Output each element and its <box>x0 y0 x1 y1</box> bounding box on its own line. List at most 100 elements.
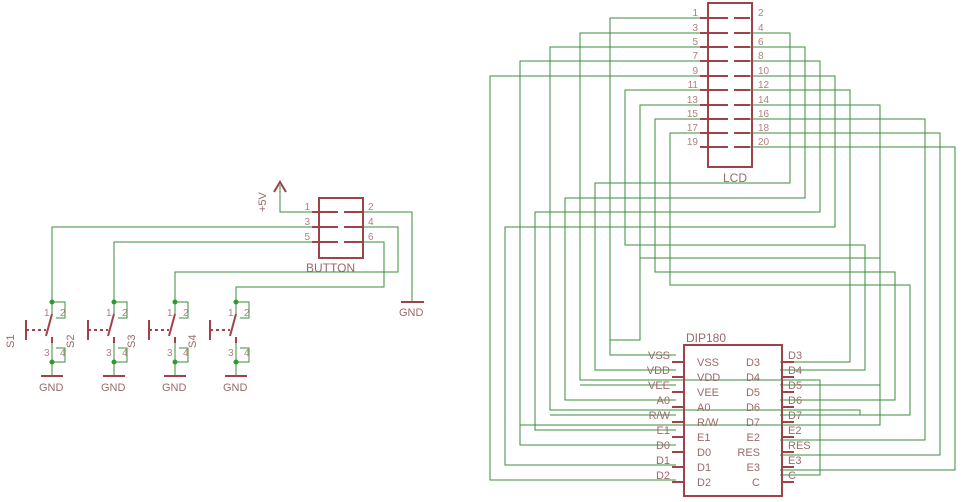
dip-signal-vee-out: VEE <box>648 380 670 392</box>
switch-s4-pin2: 2 <box>244 308 250 319</box>
dip-signal-d3-out: D3 <box>788 350 802 362</box>
wire-lcd14 <box>750 104 881 426</box>
dip-signal-d0-out: D0 <box>656 440 670 452</box>
switch-s4-pin1: 1 <box>228 308 234 319</box>
dip-signal-d6-out: D6 <box>788 395 802 407</box>
dip-pin-d3: D3 <box>746 357 760 369</box>
switch-s3-pin2: 2 <box>183 308 189 319</box>
button-pin-1: 1 <box>304 202 310 213</box>
lcd-pin-5: 5 <box>692 37 698 48</box>
lcd-pin-7: 7 <box>692 51 698 62</box>
switch-s1-pin3: 3 <box>44 348 50 359</box>
dip-signal-d7-out: D7 <box>788 410 802 422</box>
switch-s1-pin1: 1 <box>44 308 50 319</box>
wire-lcd20 <box>750 146 956 471</box>
dip-signal-vdd-out: VDD <box>647 365 670 377</box>
dip-signal-d5-out: D5 <box>788 380 802 392</box>
wire-net <box>51 17 956 481</box>
dip-signal-d1-out: D1 <box>656 455 670 467</box>
gnd-label-button: GND <box>399 307 424 319</box>
switch-s2-pin4: 4 <box>122 348 128 359</box>
button-connector[interactable]: 1 3 5 2 4 6 BUTTON <box>304 197 374 275</box>
button-label: BUTTON <box>306 261 355 275</box>
dip180-label: DIP180 <box>686 331 726 345</box>
lcd-pin-9: 9 <box>692 66 698 77</box>
switch-s4-pin4: 4 <box>244 348 250 359</box>
wire-dip-e1 <box>519 425 676 446</box>
vcc-label: +5V <box>257 191 269 212</box>
dip-pin-e3: E3 <box>747 462 760 474</box>
button-pin-3: 3 <box>304 217 310 228</box>
lcd-pin-8: 8 <box>758 51 764 62</box>
lcd-pin-3: 3 <box>692 23 698 34</box>
switch-s1-pin2: 2 <box>60 308 66 319</box>
dip-signal-d4-out: D4 <box>788 365 802 377</box>
switch-s3[interactable]: S3 1 2 3 4 GND <box>126 308 189 394</box>
switch-s2-pin1: 1 <box>106 308 112 319</box>
button-pin-2: 2 <box>368 202 374 213</box>
wire-lcd9 <box>489 75 700 481</box>
dip-signal-rw-out: R/W <box>649 410 671 422</box>
switch-s1[interactable]: S1 1 2 3 4 GND <box>5 308 66 394</box>
junction-dots <box>49 299 239 365</box>
dip-pin-vss: VSS <box>697 357 719 369</box>
dip-pin-e2: E2 <box>747 432 760 444</box>
dip-signal-e2-out: E2 <box>788 425 801 437</box>
switch-wires <box>51 301 250 376</box>
switch-s3-pin1: 1 <box>167 308 173 319</box>
dip-pin-d1: D1 <box>697 462 711 474</box>
dip180-chip[interactable]: DIP180 VSS VDD VEE A0 R/W E1 D0 D1 D2 VS… <box>647 331 811 497</box>
dip-pin-rw: R/W <box>697 417 719 429</box>
lcd-pin-10: 10 <box>758 66 770 77</box>
switch-s3-pin4: 4 <box>183 348 189 359</box>
dip-signal-res-out: RES <box>788 440 811 452</box>
switch-s1-ref: S1 <box>5 335 17 348</box>
lcd-pin-13: 13 <box>687 95 699 106</box>
wire-btn4-s3 <box>174 226 399 302</box>
dip-pin-d2: D2 <box>697 477 711 489</box>
lcd-pin-18: 18 <box>758 123 770 134</box>
wire-btn5-s2 <box>113 241 312 302</box>
dip-pin-c: C <box>752 477 760 489</box>
switch-s2[interactable]: S2 1 2 3 4 GND <box>65 308 128 394</box>
lcd-pin-16: 16 <box>758 109 770 120</box>
dip-pin-d0: D0 <box>697 447 711 459</box>
wire-lcd4 <box>594 32 791 371</box>
switch-s1-pin4: 4 <box>60 348 66 359</box>
wire-lcd3-dip-vss <box>579 32 821 476</box>
dip-signal-d2-out: D2 <box>656 470 670 482</box>
switch-s4[interactable]: S4 1 2 3 4 GND <box>187 308 250 394</box>
lcd-pin-15: 15 <box>687 109 699 120</box>
dip-signal-a0-out: A0 <box>657 395 670 407</box>
wire-lcd7 <box>519 60 880 426</box>
lcd-pin-20: 20 <box>758 137 770 148</box>
dip-pin-vee: VEE <box>697 387 719 399</box>
wire-lcd5 <box>549 46 861 415</box>
lcd-pin-4: 4 <box>758 23 764 34</box>
wire-5v-btn1 <box>279 185 312 213</box>
switch-s2-gnd: GND <box>101 382 126 394</box>
lcd-pin-11: 11 <box>688 80 699 91</box>
switch-s1-gnd: GND <box>39 382 64 394</box>
dip-pin-d5: D5 <box>746 387 760 399</box>
wire-btn2-gnd <box>362 211 413 302</box>
dip-pin-d7: D7 <box>746 417 760 429</box>
switch-s3-pin3: 3 <box>167 348 173 359</box>
lcd-pin-14: 14 <box>758 95 770 106</box>
dip-pin-res: RES <box>737 447 760 459</box>
wire-lcd17 <box>669 132 911 416</box>
switch-s4-gnd: GND <box>223 382 248 394</box>
button-pin-4: 4 <box>368 217 374 228</box>
lcd-label: LCD <box>723 171 747 185</box>
wire-lcd15 <box>654 118 896 401</box>
switch-s2-pin2: 2 <box>122 308 128 319</box>
vcc-symbol: +5V <box>257 180 287 212</box>
lcd-pin-2: 2 <box>758 8 764 19</box>
wire-lcd13 <box>639 104 881 386</box>
dip-signal-c-out: C <box>788 470 796 482</box>
switch-s3-gnd: GND <box>162 382 187 394</box>
lcd-connector[interactable]: 1 3 5 7 9 11 13 15 17 19 2 4 6 8 10 12 1… <box>687 2 770 185</box>
wire-lcd16 <box>750 118 926 441</box>
switch-s4-pin3: 3 <box>228 348 234 359</box>
